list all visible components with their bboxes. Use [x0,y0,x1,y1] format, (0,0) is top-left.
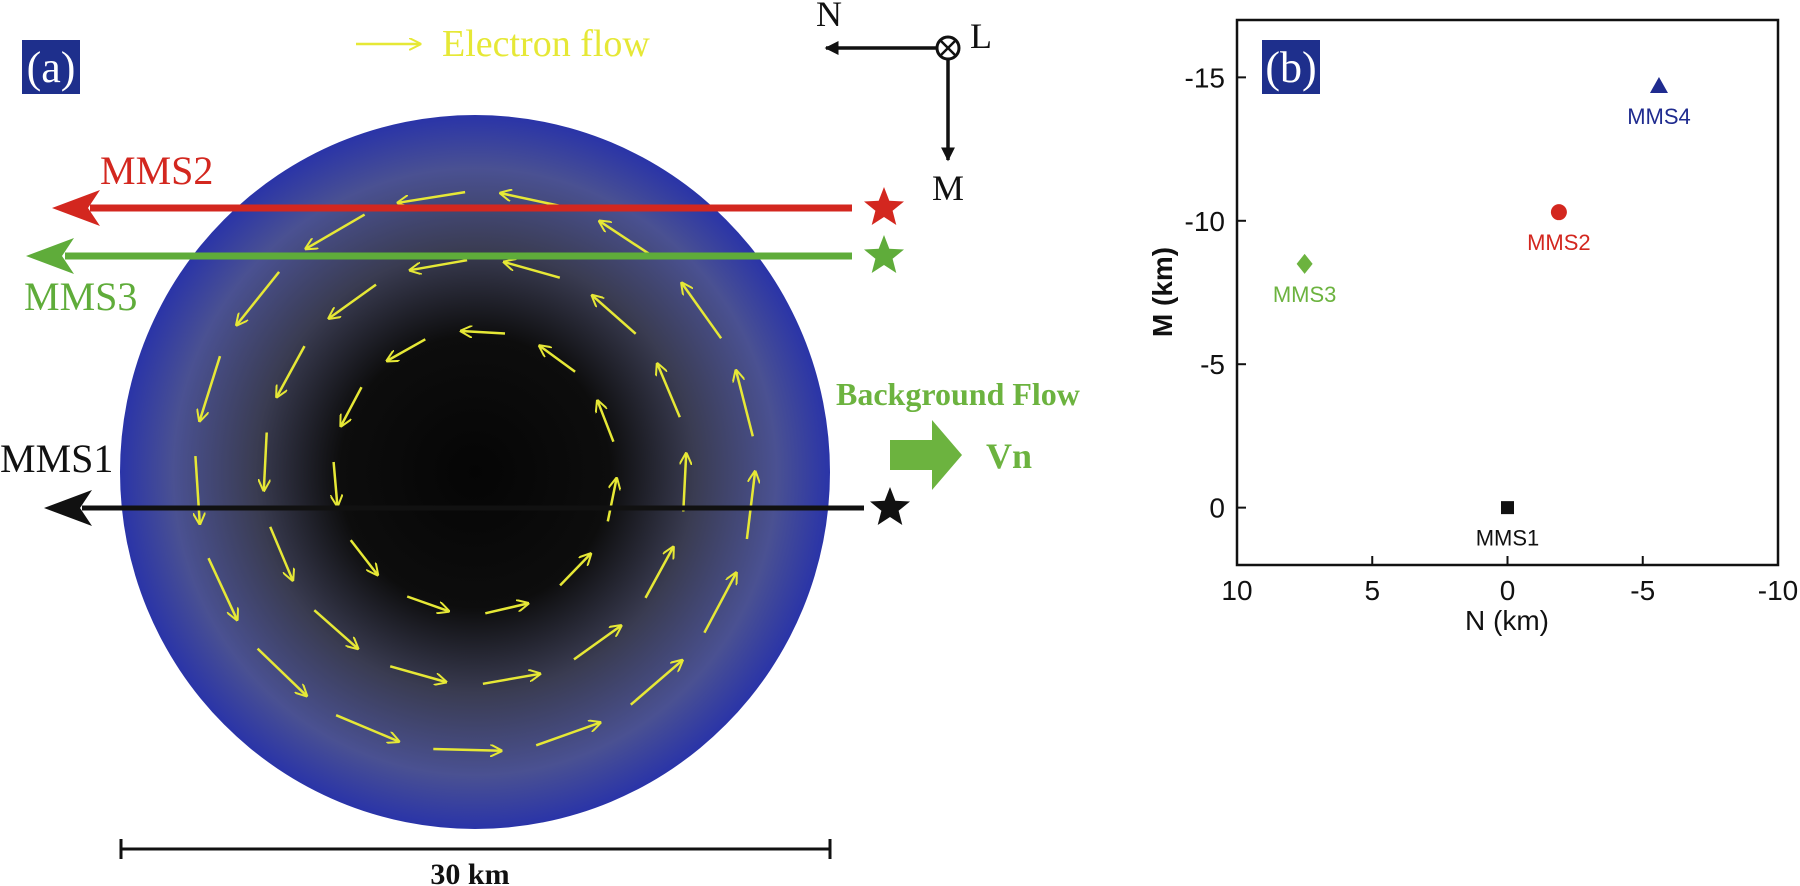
mms3-marker [1296,253,1313,274]
mms2-star-icon [864,187,904,225]
electron-flow-arrow-6 [341,386,363,426]
electron-flow-arrow-30 [335,714,399,741]
panel-a-label-box [22,40,80,94]
mms2-label: MMS2 [100,148,213,193]
x-tick-label-4: -10 [1758,575,1798,606]
electron-flow-arrow-32 [207,557,238,620]
electron-flow-arrow-17 [269,526,293,581]
electron-flow-arrow-25 [745,472,755,540]
electron-flow-arrow-24 [657,364,681,418]
electron-flow-arrow-12 [644,547,674,599]
electron-flow-arrow-19 [277,345,306,397]
electron-flow-arrow-1 [559,554,591,587]
axis-l-label: L [970,16,992,56]
y-tick-label-2: -5 [1200,349,1225,380]
background-flow-arrow-icon [890,420,962,490]
panel-b-label: (b) [1265,43,1316,92]
panel-b-label-box [1262,40,1320,94]
x-tick-label-2: 0 [1500,575,1516,606]
mms2-marker [1550,204,1567,221]
mms4-point-label: MMS4 [1627,104,1691,129]
x-tick-label-0: 10 [1221,575,1252,606]
scale-bar-label: 30 km [430,858,509,886]
electron-flow-arrow-8 [461,331,506,334]
electron-flow-arrow-37 [398,190,466,203]
electron-flow-legend: Electron flow [356,23,650,65]
electron-flow-arrow-20 [329,283,377,319]
mms1-label: MMS1 [0,436,113,481]
electron-flow-arrow-4 [349,539,378,575]
electron-flow-arrow-22 [504,262,561,279]
mms1-star-icon [870,487,910,525]
vortex-disk [120,115,830,829]
mms1-point-label: MMS1 [1476,526,1540,551]
electron-flow-arrow-14 [482,674,540,686]
electron-flow-arrow-18 [264,432,267,491]
vn-label: Vn [986,436,1032,476]
y-tick-label-0: -15 [1185,62,1225,93]
axis-n-label: N [816,0,842,34]
electron-flow-arrow-10 [598,401,615,443]
coordinate-axes: N L M [816,0,992,208]
mms1-trajectory [44,490,864,526]
panel-a: MMS2 MMS3 MMS1 (a) Electron flow N L M B… [0,0,1080,886]
electron-flow-arrow-5 [334,461,338,506]
mms2-trajectory [52,190,852,226]
x-tick-label-1: 5 [1364,575,1380,606]
electron-flow-arrow-23 [592,295,637,335]
electron-flow-arrow-26 [703,573,736,634]
electron-flow-arrow-15 [389,665,446,682]
electron-flow-legend-label: Electron flow [442,23,650,65]
y-axis-label: M (km) [1147,247,1178,337]
mms1-marker [1501,501,1514,515]
electron-flow-arrow-29 [433,749,501,751]
y-tick-label-3: 0 [1209,493,1225,524]
x-tick-label-3: -5 [1630,575,1655,606]
electron-flow-arrow-3 [406,595,449,612]
electron-flow-arrow-40 [682,283,723,340]
electron-flow-arrow-34 [200,355,222,421]
y-tick-label-1: -10 [1185,206,1225,237]
electron-flow-arrows [195,192,755,751]
mms2-point-label: MMS2 [1527,230,1591,255]
electron-flow-arrow-36 [306,213,366,249]
background-flow-label: Background Flow [836,376,1080,412]
electron-flow-arrow-7 [387,338,426,361]
electron-flow-arrow-39 [599,221,657,260]
mms4-marker [1649,76,1668,93]
electron-flow-arrow-9 [540,346,576,373]
mms3-trajectory [26,238,852,274]
mms3-label: MMS3 [24,274,137,319]
electron-flow-arrow-28 [535,723,600,747]
background-flow: Background Flow Vn [836,376,1080,490]
electron-flow-arrow-16 [313,609,358,648]
electron-flow-arrow-33 [195,456,199,524]
mms3-point-label: MMS3 [1273,282,1337,307]
axis-ticks: 10 5 0 -5 -10 -15 -10 -5 0 [1185,62,1799,606]
axis-m-label: M [932,168,964,208]
electron-flow-arrow-41 [736,370,755,437]
electron-flow-arrow-2 [485,603,528,615]
electron-flow-arrow-11 [683,454,686,512]
mms3-star-icon [864,235,904,273]
x-axis-label: N (km) [1465,605,1549,636]
panel-a-label: (a) [27,43,76,92]
electron-flow-arrow-0 [606,478,617,522]
electron-flow-arrow-27 [629,660,683,706]
electron-flow-arrow-13 [573,626,621,661]
electron-flow-arrow-21 [410,258,468,270]
electron-flow-arrow-31 [256,647,307,696]
electron-flow-arrow-35 [237,271,281,325]
scale-bar: 30 km [119,839,832,886]
